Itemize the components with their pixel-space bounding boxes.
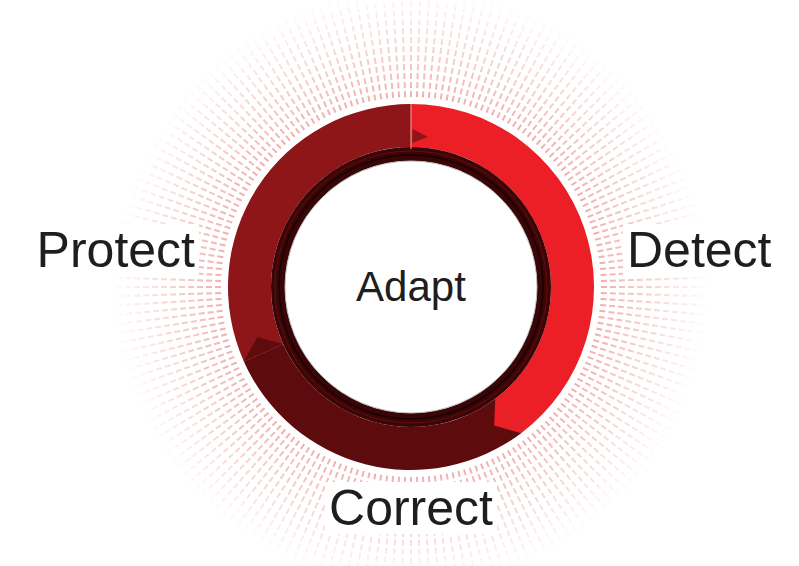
radial-dash	[568, 394, 659, 456]
radial-dash	[447, 0, 468, 100]
radial-dash	[148, 379, 244, 432]
radial-dash	[492, 16, 539, 116]
radial-dash	[383, 0, 393, 98]
radial-dash	[541, 426, 616, 506]
radial-dash	[174, 403, 261, 470]
radial-dash	[180, 408, 265, 478]
radial-dash	[213, 430, 286, 513]
radial-dash	[513, 34, 572, 127]
radial-dash	[458, 0, 485, 103]
radial-dash	[192, 417, 272, 492]
radial-dash	[123, 340, 229, 371]
arrow-tip	[412, 129, 428, 143]
radial-dash	[111, 278, 221, 281]
radial-dash	[309, 5, 346, 108]
phase-label: Protect	[33, 224, 199, 277]
radial-dash	[600, 305, 710, 315]
radial-dash	[235, 44, 300, 133]
radial-dash	[112, 305, 222, 315]
radial-dash	[571, 389, 664, 448]
radial-dash	[435, 0, 449, 98]
radial-dash	[266, 24, 319, 120]
radial-dash	[441, 0, 458, 99]
radial-dash	[186, 413, 269, 486]
radial-dash	[601, 293, 711, 296]
radial-dash	[410, 0, 412, 97]
radial-dashes	[111, 0, 711, 566]
radial-dash	[592, 346, 697, 380]
radial-dash	[186, 89, 269, 162]
radial-dash	[554, 89, 637, 162]
radial-dash	[577, 142, 673, 195]
radial-dash	[417, 0, 420, 97]
radial-dash	[402, 0, 405, 97]
radial-dash	[601, 286, 711, 288]
radial-dash	[318, 2, 352, 107]
arrow-tip	[494, 399, 521, 433]
radial-dash	[129, 351, 232, 388]
radial-dash	[250, 447, 309, 540]
radial-dash	[599, 317, 708, 334]
radial-dash	[112, 299, 222, 306]
ring-line	[279, 155, 543, 419]
radial-dash	[518, 39, 580, 130]
radial-dash	[111, 293, 221, 296]
center-circle: Adapt	[286, 162, 536, 412]
center-disc	[285, 161, 537, 413]
radial-dash	[532, 433, 602, 518]
radial-dash	[595, 334, 702, 361]
radial-dash	[527, 437, 594, 524]
radial-dash	[227, 50, 294, 137]
radial-dash	[283, 459, 330, 559]
radial-dash	[583, 368, 683, 415]
radial-dash	[163, 118, 254, 180]
radial-dash	[423, 0, 430, 97]
radial-dash	[561, 103, 648, 170]
radial-dash	[550, 82, 630, 157]
radial-dash	[452, 0, 476, 102]
radial-dash	[364, 0, 381, 99]
radial-dash	[523, 441, 588, 530]
radial-dash	[242, 444, 304, 535]
radial-dash	[600, 311, 709, 325]
radial-dash	[601, 299, 711, 306]
radial-dash	[115, 317, 224, 334]
arrow-tip	[244, 337, 283, 362]
phase-label: Detect	[623, 224, 776, 277]
radial-dash	[327, 0, 358, 105]
radial-dash	[601, 278, 711, 281]
radial-dash	[126, 346, 231, 380]
radial-dash	[537, 430, 610, 513]
radial-dash	[168, 399, 257, 464]
segment-divider	[411, 104, 412, 149]
radial-dash	[111, 286, 221, 288]
radial-dash	[554, 413, 637, 486]
radial-dash	[206, 68, 281, 148]
center-text: Adapt	[356, 263, 466, 311]
radial-dash	[392, 0, 399, 97]
phase-label: Correct	[325, 482, 497, 535]
radial-dash	[158, 126, 251, 185]
radial-dash	[116, 323, 224, 344]
radial-dash	[590, 185, 693, 222]
radial-dash	[470, 2, 504, 107]
radial-dash	[355, 0, 376, 100]
inner-ring	[271, 147, 551, 427]
radial-dash	[565, 111, 654, 176]
radial-dash	[537, 62, 610, 145]
radial-dash	[140, 159, 240, 206]
radial-dash	[503, 453, 556, 549]
radial-dash	[429, 0, 439, 98]
radial-dash	[557, 96, 642, 166]
radial-dash	[220, 56, 290, 141]
radial-dash	[213, 62, 286, 145]
ring-line	[275, 151, 547, 423]
